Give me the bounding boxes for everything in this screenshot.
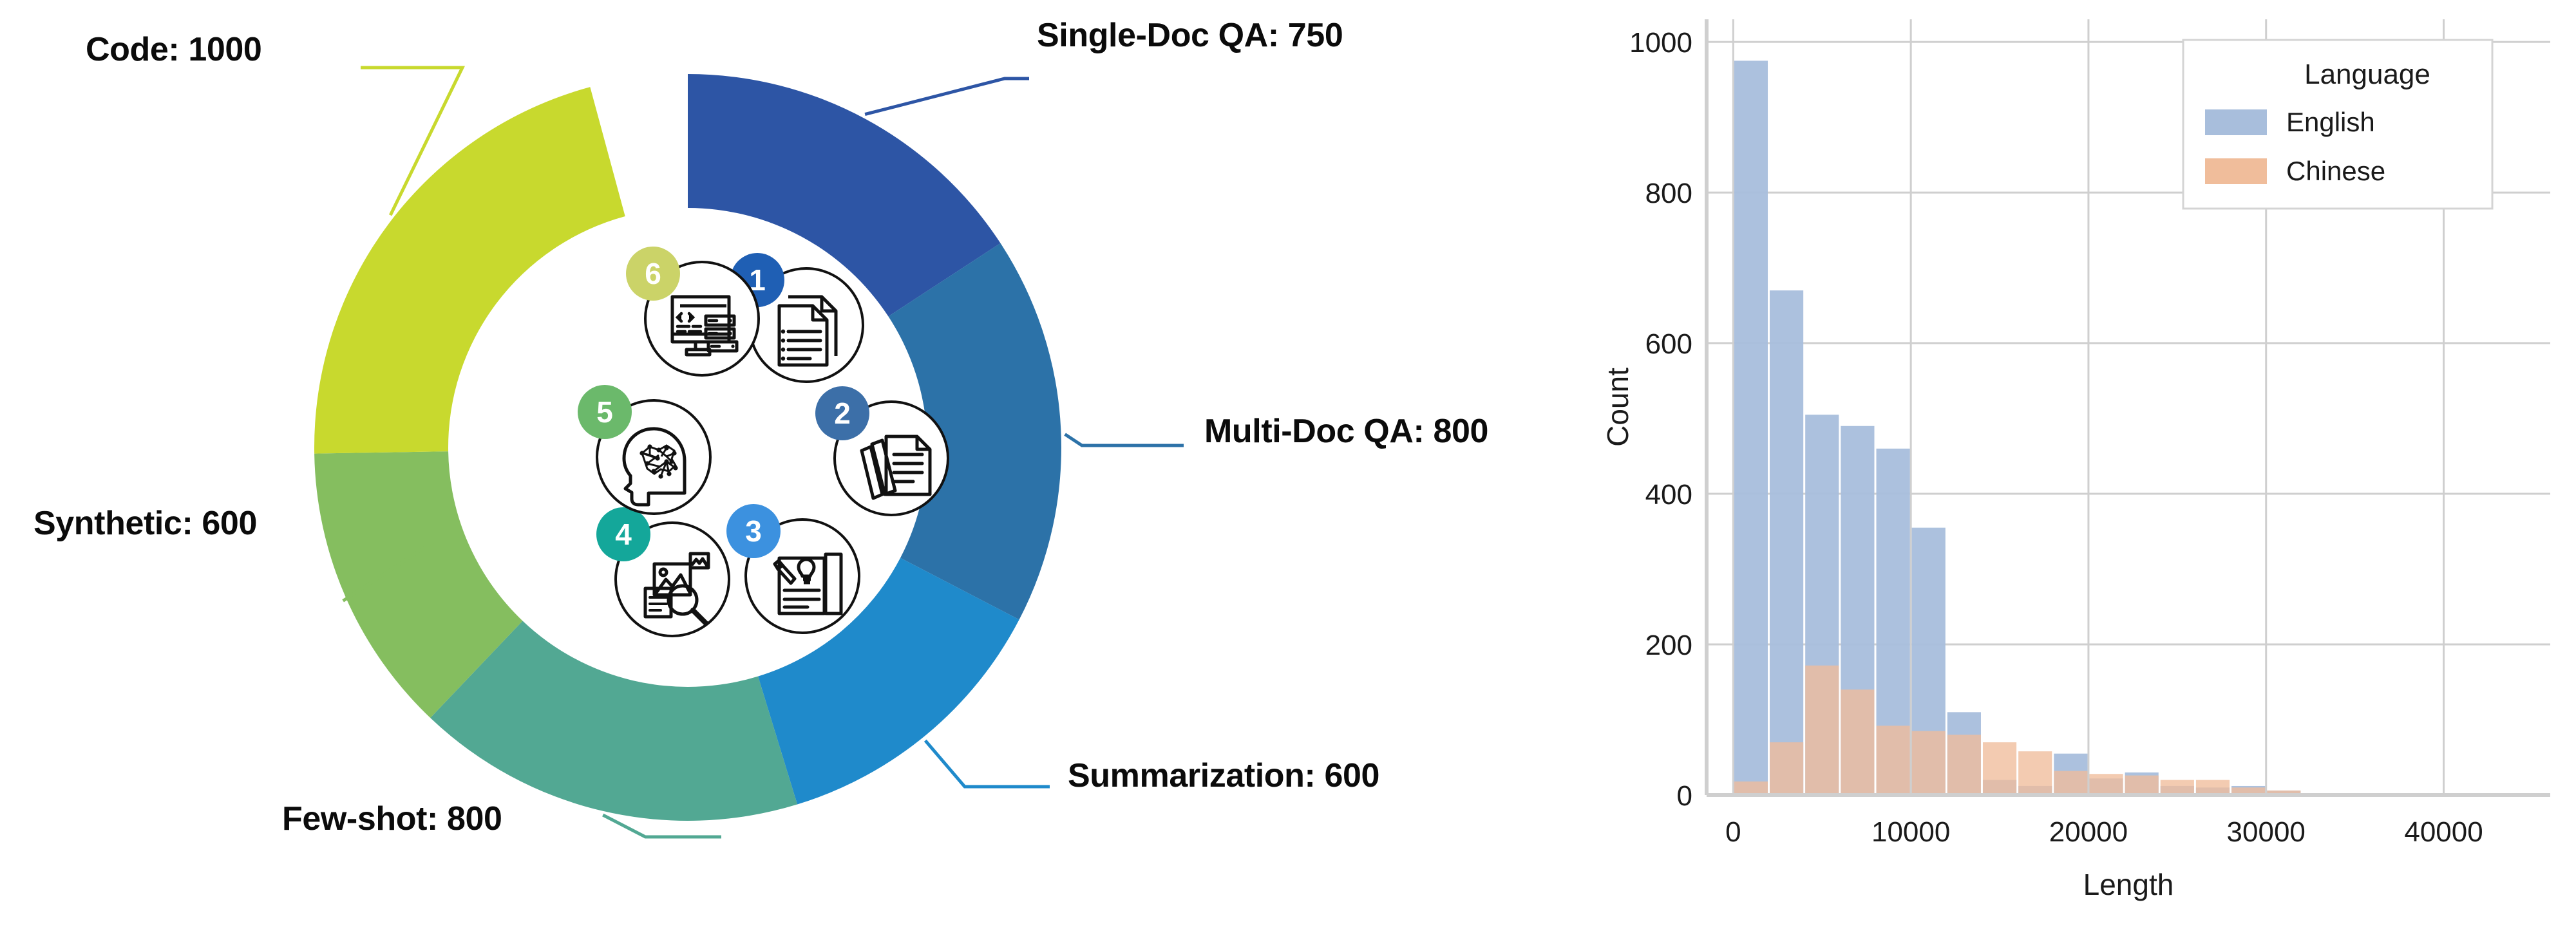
icon-node-1[interactable]: 1 [730, 253, 867, 386]
donut-segment-code[interactable] [314, 87, 625, 454]
legend-title: Language [2304, 59, 2430, 90]
icon-node-5[interactable]: 5 [578, 385, 714, 518]
y-axis-title: Count [1601, 368, 1634, 447]
donut-ring-group [314, 74, 1061, 821]
histogram-bar-chinese-4000 [1805, 665, 1839, 795]
brain-head-network-icon [622, 427, 687, 507]
icon-badge-4: 4 [596, 507, 650, 561]
icon-node-2[interactable]: 2 [815, 386, 952, 519]
legend-swatch-english[interactable] [2205, 109, 2267, 135]
leader-line-code [361, 66, 466, 216]
legend-swatch-chinese[interactable] [2205, 158, 2267, 184]
icon-badge-5: 5 [578, 385, 632, 439]
icon-badge-2: 2 [815, 386, 869, 440]
histogram-bar-chinese-30000 [2267, 790, 2301, 795]
legend-label-english: English [2286, 107, 2375, 137]
histogram-bar-chinese-6000 [1841, 689, 1875, 795]
donut-segment-synthetic[interactable] [314, 451, 523, 718]
histogram-bar-chinese-22000 [2125, 775, 2159, 795]
histogram-bar-chinese-14000 [1982, 742, 2017, 795]
y-tick-label-1000: 1000 [1629, 27, 1692, 59]
icon-node-4[interactable]: 4 [596, 507, 733, 640]
y-tick-label-600: 600 [1645, 328, 1692, 360]
donut-segment-summarization[interactable] [758, 557, 1019, 805]
histogram-bar-chinese-20000 [2089, 774, 2123, 795]
histogram-bar-chinese-16000 [2018, 751, 2052, 795]
image-search-magnifier-icon [643, 552, 710, 626]
histogram-bar-chinese-28000 [2231, 787, 2266, 795]
histogram-bar-chinese-18000 [2054, 771, 2088, 795]
histogram-bar-chinese-8000 [1876, 726, 1910, 795]
x-tick-label-30000: 30000 [2227, 816, 2306, 848]
multiple-documents-icon [860, 435, 932, 500]
histogram-bar-chinese-2000 [1770, 742, 1804, 795]
leader-line-synthetic [341, 542, 436, 603]
single-document-icon [777, 295, 838, 367]
donut-label-summarization: Summarization: 600 [1068, 757, 1380, 794]
histogram-bar-chinese-26000 [2195, 780, 2230, 795]
donut-segment-single_doc_qa[interactable] [688, 74, 1001, 317]
leader-line-few_shot [602, 813, 721, 839]
donut-label-multi-doc-qa: Multi-Doc QA: 800 [1204, 413, 1489, 450]
histogram-bar-chinese-0 [1734, 781, 1768, 795]
histogram-bar-english-0 [1734, 61, 1768, 796]
x-tick-label-40000: 40000 [2404, 816, 2483, 848]
donut-chart-panel: Code: 1000 Single-Doc QA: 750 Multi-Doc … [33, 17, 1489, 839]
icon-node-3[interactable]: 3 [726, 504, 863, 637]
document-lightbulb-pen-icon [773, 552, 843, 615]
icon-node-6[interactable]: 6 [626, 247, 762, 379]
leader-line-single_doc_qa [864, 77, 1029, 117]
y-tick-label-400: 400 [1645, 479, 1692, 510]
donut-segment-multi_doc_qa[interactable] [888, 243, 1061, 620]
donut-label-single-doc-qa: Single-Doc QA: 750 [1037, 17, 1343, 54]
x-axis-title: Length [2083, 868, 2174, 901]
legend-label-chinese: Chinese [2286, 156, 2385, 186]
x-tick-label-10000: 10000 [1871, 816, 1950, 848]
donut-chart-svg [314, 66, 1184, 839]
histogram-bar-english-2000 [1770, 290, 1804, 795]
y-tick-label-800: 800 [1645, 178, 1692, 209]
histogram-axes [1705, 19, 2550, 797]
leader-line-multi_doc_qa [1064, 433, 1184, 447]
histogram-bars [1734, 61, 2301, 796]
x-tick-label-0: 0 [1725, 816, 1741, 848]
x-tick-label-20000: 20000 [2049, 816, 2128, 848]
histogram-bar-chinese-24000 [2160, 780, 2194, 795]
donut-label-few-shot: Few-shot: 800 [282, 800, 502, 838]
donut-label-code: Code: 1000 [86, 31, 262, 68]
leader-line-group [341, 66, 1184, 839]
donut-segment-few_shot[interactable] [430, 621, 798, 821]
histogram-bar-chinese-12000 [1947, 735, 1981, 795]
histogram-bar-chinese-10000 [1911, 731, 1946, 795]
donut-label-synthetic: Synthetic: 600 [33, 505, 257, 542]
icon-badge-6: 6 [626, 247, 680, 301]
code-monitor-icon [670, 295, 739, 357]
y-tick-label-200: 200 [1645, 630, 1692, 661]
icon-badge-3: 3 [726, 504, 781, 558]
leader-line-summarization [923, 739, 1050, 789]
y-tick-label-0: 0 [1677, 780, 1692, 812]
